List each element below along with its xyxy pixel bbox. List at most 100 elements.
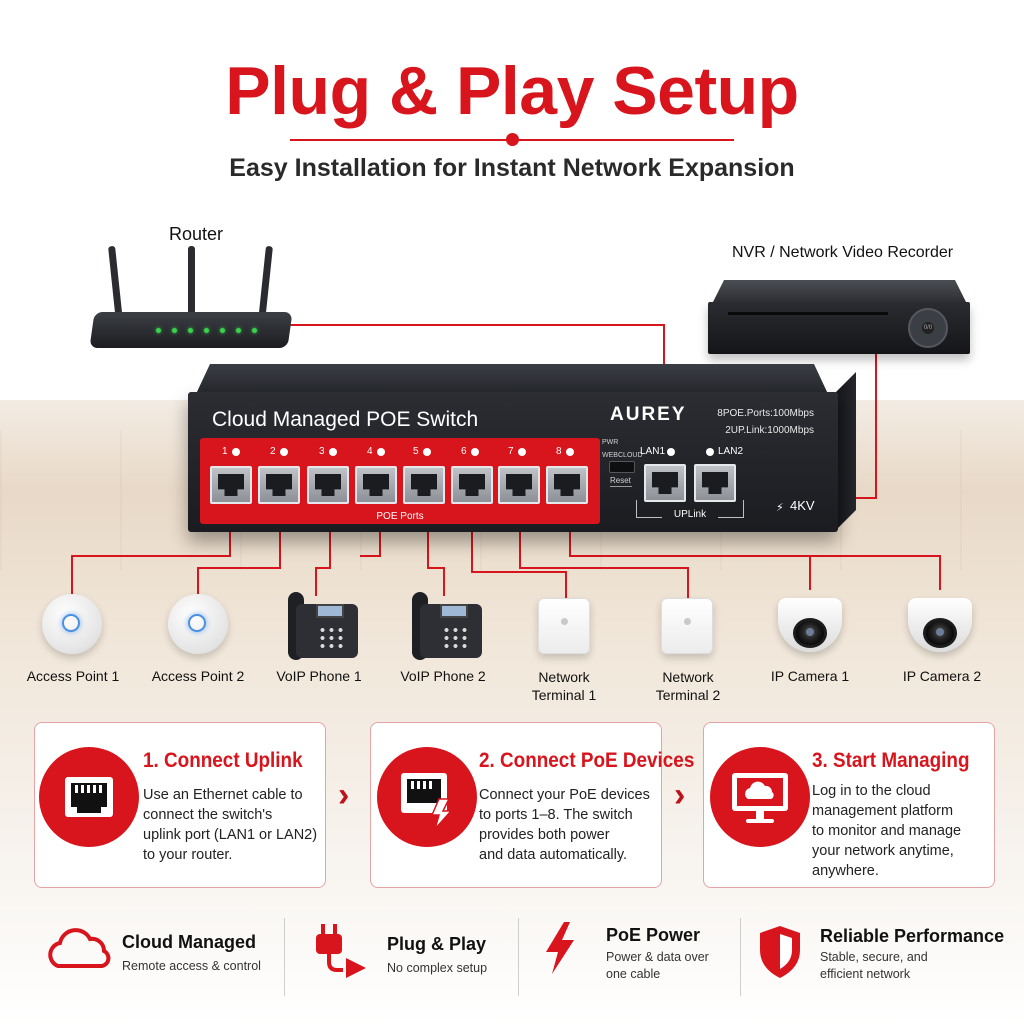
- switch-side: [836, 372, 856, 530]
- port-led: [566, 448, 574, 456]
- chevron-right-icon: ›: [674, 776, 686, 814]
- device-label: VoIP Phone 1: [276, 668, 362, 684]
- poe-port-1[interactable]: [210, 466, 252, 504]
- ethernet-port-svg: [65, 777, 113, 817]
- network-terminal-icon: [661, 598, 713, 654]
- device-label: IP Camera 1: [770, 668, 850, 684]
- poe-ports-caption: POE Ports: [376, 511, 424, 522]
- router-led: [172, 328, 177, 333]
- ethernet-port-icon: [39, 747, 139, 847]
- reset-label: Reset: [610, 476, 631, 485]
- cable-port-1: [71, 526, 231, 596]
- cable-port-3: [315, 526, 331, 596]
- cloud-monitor-icon: [710, 747, 810, 847]
- port-number: 8: [556, 446, 562, 457]
- shield-icon: [756, 924, 804, 985]
- nvr-top: [712, 280, 967, 304]
- feature-divider: [740, 918, 741, 996]
- step-card-2: 2. Connect PoE Devices Connect your PoE …: [370, 722, 694, 888]
- feature-title: Plug & Play: [387, 934, 487, 954]
- step-card-3: 3. Start Managing Log in to the cloud ma…: [703, 722, 995, 888]
- cable-port-7: [519, 526, 689, 598]
- uplink-label: UPLink: [662, 509, 718, 520]
- lan1-led: [667, 448, 675, 456]
- port-number: 4: [367, 446, 373, 457]
- cloud-label: CLOUD: [618, 452, 643, 459]
- switch-top: [196, 364, 828, 394]
- cable-port-8b: [810, 555, 941, 590]
- feature-text: Remote access & control: [122, 959, 261, 973]
- poe-port-4[interactable]: [355, 466, 397, 504]
- router-antenna-middle: [188, 246, 195, 322]
- access-point-led: [62, 614, 80, 632]
- router-led: [220, 328, 225, 333]
- nvr-label: NVR / Network Video Recorder: [732, 244, 954, 261]
- switch-spec-poe: 8POE.Ports:100Mbps: [717, 408, 814, 419]
- phone-keypad: [318, 626, 346, 650]
- cable-port-2: [197, 526, 281, 596]
- web-label: WEB: [602, 452, 618, 459]
- phone-screen: [316, 604, 344, 618]
- step-text: Use an Ethernet cable to connect the swi…: [143, 787, 318, 863]
- poe-port-6[interactable]: [451, 466, 493, 504]
- reset-button[interactable]: [610, 486, 632, 487]
- poe-port-3[interactable]: [307, 466, 349, 504]
- poe-port-7[interactable]: [498, 466, 540, 504]
- port-led: [232, 448, 240, 456]
- feature-divider: [284, 918, 285, 996]
- port-number: 3: [319, 446, 325, 457]
- cable-port-8: [569, 526, 811, 590]
- lightning-protection-icon: ⚡: [776, 502, 784, 514]
- step-title: 3. Start Managing: [812, 749, 970, 772]
- step-card-1: 1. Connect Uplink Use an Ethernet cable …: [34, 722, 326, 888]
- feature-text: No complex setup: [387, 961, 488, 975]
- device-label: Network Terminal 2: [655, 669, 721, 703]
- network-terminal-icon: [538, 598, 590, 654]
- pwr-label: PWR: [602, 439, 619, 446]
- lan2-port[interactable]: [694, 464, 736, 502]
- port-led: [471, 448, 479, 456]
- title-divider-dot: [506, 133, 519, 146]
- lan1-port[interactable]: [644, 464, 686, 502]
- device-label: Access Point 1: [26, 668, 120, 684]
- poe-port-2[interactable]: [258, 466, 300, 504]
- page-subtitle: Easy Installation for Instant Network Ex…: [229, 154, 795, 182]
- router-led: [252, 328, 257, 333]
- poe-port-svg: [401, 773, 453, 830]
- lan2-led: [706, 448, 714, 456]
- nvr-dpad-center: 0/0: [922, 322, 934, 334]
- switch-name: Cloud Managed POE Switch: [212, 408, 479, 431]
- camera-lens-center: [936, 628, 944, 636]
- feature-title: PoE Power: [606, 925, 701, 945]
- plug-play-icon: [312, 922, 372, 983]
- poe-port-8[interactable]: [546, 466, 588, 504]
- mode-switch[interactable]: [609, 461, 635, 473]
- cable-port-6: [471, 526, 567, 598]
- device-label: Network Terminal 1: [531, 669, 597, 703]
- poe-port-5[interactable]: [403, 466, 445, 504]
- step-title: 2. Connect PoE Devices: [479, 749, 695, 772]
- router-led: [188, 328, 193, 333]
- surge-rating: 4KV: [790, 498, 815, 513]
- cable-port-4: [360, 526, 381, 557]
- step-text: Connect your PoE devices to ports 1–8. T…: [479, 787, 650, 863]
- port-led: [377, 448, 385, 456]
- lan1-label: LAN1: [640, 446, 666, 457]
- device-label: VoIP Phone 2: [400, 668, 486, 684]
- device-label: IP Camera 2: [902, 668, 982, 684]
- page-title: Plug & Play Setup: [225, 53, 799, 129]
- port-number: 2: [270, 446, 276, 457]
- nvr-disc-slot: [728, 312, 888, 315]
- router-uplink-cable: [285, 324, 665, 364]
- switch-spec: 8POE.Ports:100Mbps 2UP.Link:1000Mbps: [712, 405, 814, 439]
- feature-divider: [518, 918, 519, 996]
- terminal-led: [561, 618, 568, 625]
- switch-spec-uplink: 2UP.Link:1000Mbps: [725, 425, 814, 436]
- router-led: [156, 328, 161, 333]
- port-number: 6: [461, 446, 467, 457]
- router-label: Router: [168, 224, 224, 244]
- phone-screen: [440, 604, 468, 618]
- shield-svg: [760, 926, 800, 978]
- terminal-led: [684, 618, 691, 625]
